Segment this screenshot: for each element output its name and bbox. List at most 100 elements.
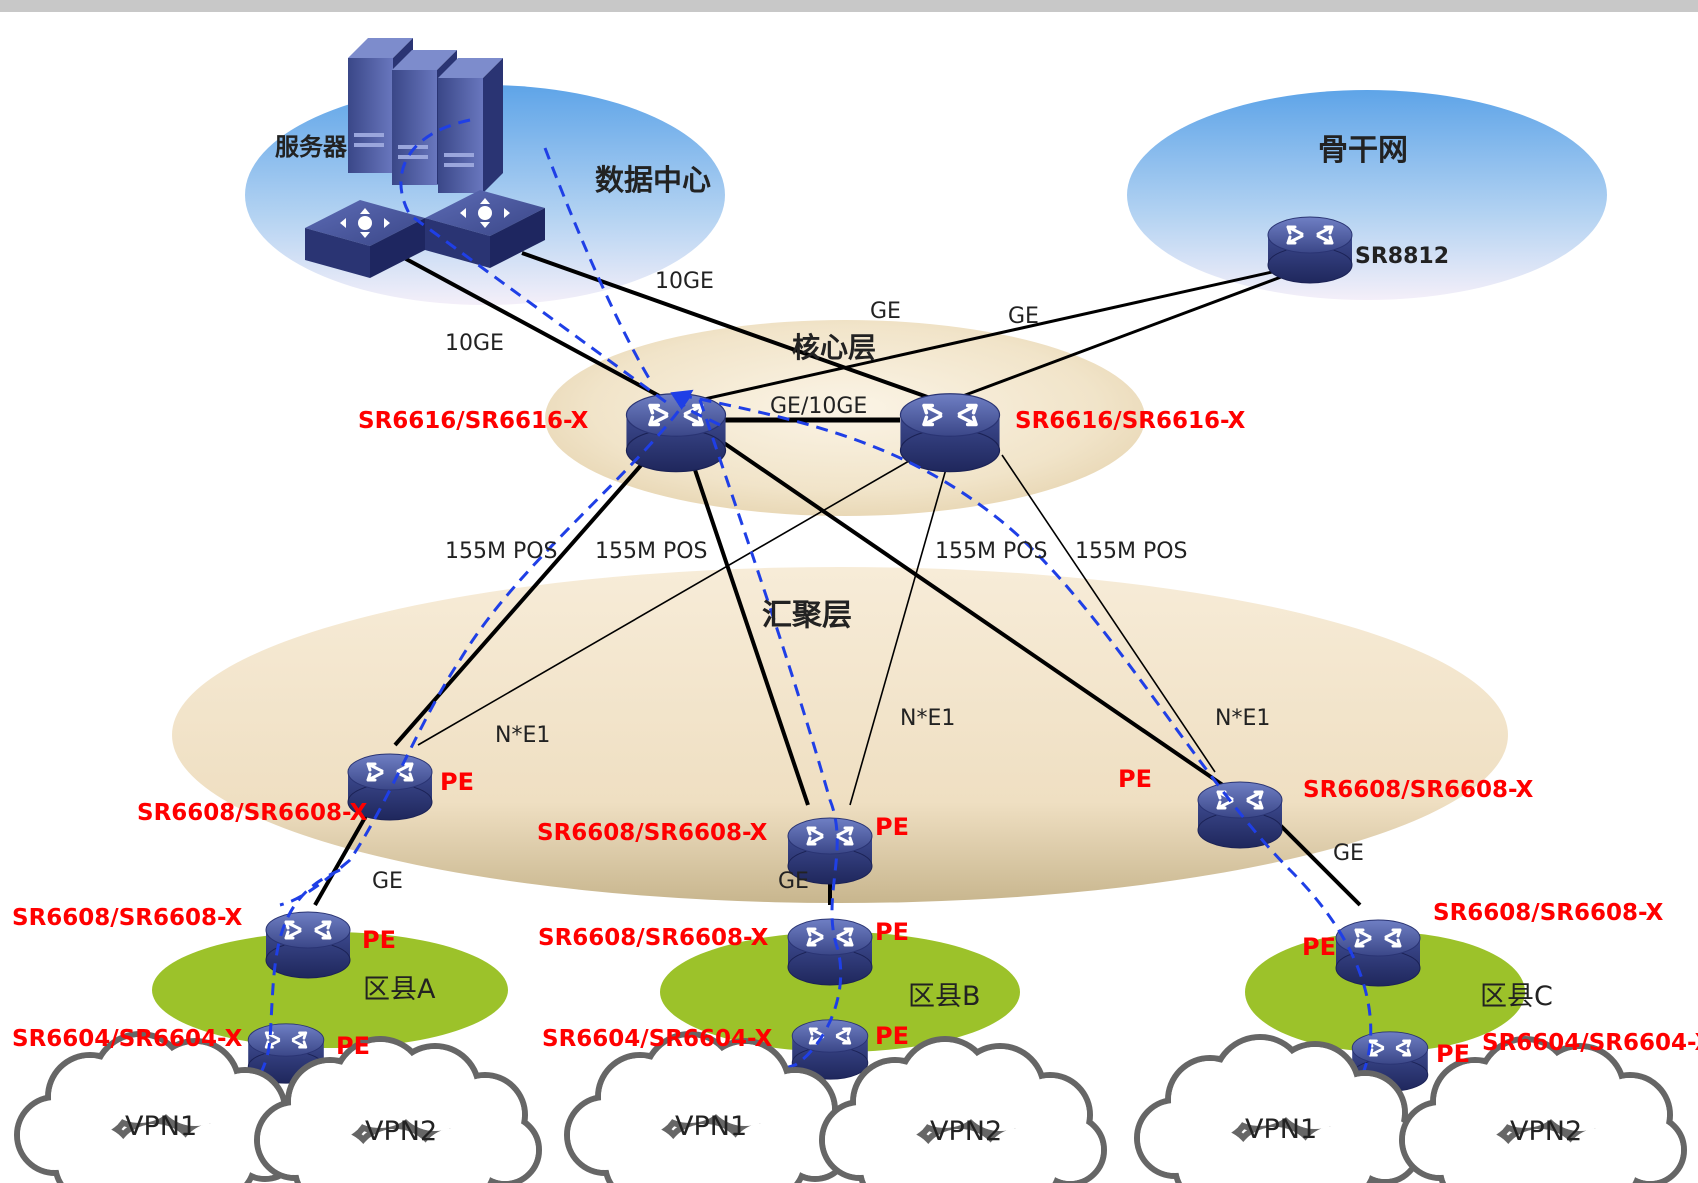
servers-label: 服务器	[275, 133, 348, 161]
county-c-label: 区县C	[1480, 981, 1553, 1012]
routers	[247, 216, 1429, 1092]
edge-c-model: SR6604/SR6604-X	[1482, 1030, 1698, 1056]
agg-c-router-icon	[1197, 781, 1283, 849]
core-left-router-icon	[625, 393, 727, 473]
link-label-pos4: 155M POS	[1075, 539, 1188, 564]
link-dc-left	[394, 251, 677, 407]
link-label-pos1: 155M POS	[445, 539, 558, 564]
vpn1-cloud-b-label: VPN1	[675, 1111, 747, 1142]
pe-label-acc-b: PE	[875, 918, 909, 946]
vpn2-cloud-c-label: VPN2	[1510, 1116, 1582, 1147]
link-dc-right	[521, 251, 951, 407]
link-label-ge-c: GE	[1333, 841, 1364, 866]
path-server-core	[399, 118, 671, 407]
agg-a-router-icon	[347, 753, 433, 821]
pe-label-agg-b: PE	[875, 813, 909, 841]
vpn-clouds: VPN1 VPN2 VPN1 VPN2 VPN1 VPN2	[14, 1031, 1687, 1183]
top-border	[0, 0, 1698, 12]
pe-label-acc-a: PE	[362, 926, 396, 954]
link-bb-left	[699, 266, 1291, 402]
acc-b-model: SR6608/SR6608-X	[538, 925, 769, 951]
link-label-ne1-right: N*E1	[1215, 706, 1270, 731]
pe-label-agg-a: PE	[440, 768, 474, 796]
pe-labels: PE PE PE PE PE PE PE PE PE	[336, 765, 1470, 1068]
acc-a-model: SR6608/SR6608-X	[12, 905, 243, 931]
vpn2-cloud-a: VPN2	[254, 1036, 542, 1183]
core-right-model: SR6616/SR6616-X	[1015, 408, 1246, 434]
vpn2-cloud-c: VPN2	[1399, 1036, 1687, 1183]
core-left-model: SR6616/SR6616-X	[358, 408, 589, 434]
link-label-pos3: 155M POS	[935, 539, 1048, 564]
path-server-core-2	[543, 147, 652, 381]
pe-label-agg-c: PE	[1118, 765, 1152, 793]
edge-b-router-icon	[791, 1019, 869, 1080]
link-pos2	[688, 454, 810, 806]
acc-b-router-icon	[787, 918, 873, 986]
vpn1-cloud-c-label: VPN1	[1245, 1114, 1317, 1145]
link-label-dc-left: 10GE	[445, 331, 504, 356]
vpn2-cloud-b-label: VPN2	[930, 1116, 1002, 1147]
edge-b-model: SR6604/SR6604-X	[542, 1026, 773, 1052]
datacenter-label: 数据中心	[595, 163, 711, 197]
link-label-ne1-mid: N*E1	[900, 706, 955, 731]
vpn1-cloud-c: VPN1	[1134, 1034, 1422, 1183]
link-ge-a	[313, 799, 377, 906]
link-labels: 10GE 10GE GE GE GE/10GE 155M POS 155M PO…	[372, 269, 1364, 894]
pe-label-edge-a: PE	[336, 1032, 370, 1060]
path-core-loop	[670, 389, 721, 427]
link-label-ge-a: GE	[372, 869, 403, 894]
link-label-ne1-left: N*E1	[495, 723, 550, 748]
pe-label-acc-c: PE	[1302, 933, 1336, 961]
link-label-core-mid: GE/10GE	[770, 394, 867, 419]
dc-switch-right-icon	[425, 190, 545, 268]
link-core-agg-c	[703, 428, 1232, 792]
dc-switch-left-icon	[305, 200, 425, 278]
backbone-router-icon	[1267, 216, 1353, 284]
aggregation-layer-label: 汇聚层	[762, 598, 852, 633]
link-ne1-left	[417, 449, 929, 746]
device-labels: SR6616/SR6616-X SR6616/SR6616-X SR6608/S…	[12, 408, 1698, 1056]
zone-labels: 服务器 数据中心 骨干网 SR8812 核心层 汇聚层 区县A 区县B 区县C	[275, 133, 1553, 1012]
backbone-router-label: SR8812	[1355, 244, 1449, 269]
backbone-label: 骨干网	[1318, 133, 1408, 168]
aggregation-zone	[172, 567, 1508, 903]
county-a-zone	[152, 932, 508, 1048]
link-ne1-mid	[849, 461, 949, 806]
core-right-router-icon	[899, 393, 1001, 473]
path-core-c	[679, 393, 1373, 1121]
link-pos1	[393, 453, 652, 747]
link-bb-right	[951, 266, 1306, 402]
acc-c-model: SR6608/SR6608-X	[1433, 900, 1664, 926]
pe-label-edge-c: PE	[1436, 1040, 1470, 1068]
link-ge-c	[1278, 823, 1362, 907]
vpn1-cloud-a-label: VPN1	[125, 1111, 197, 1142]
physical-links	[313, 251, 1362, 907]
county-b-zone	[660, 932, 1020, 1052]
county-a-label: 区县A	[363, 974, 436, 1005]
backbone-zone	[1127, 90, 1607, 300]
agg-a-model: SR6608/SR6608-X	[137, 800, 368, 826]
link-label-ge-b: GE	[778, 869, 809, 894]
link-label-bb-right: GE	[1008, 304, 1039, 329]
link-ne1-right	[1001, 454, 1216, 773]
acc-a-router-icon	[265, 911, 351, 979]
path-core-a	[279, 394, 692, 907]
core-layer-label: 核心层	[792, 331, 876, 364]
county-c-zone	[1245, 932, 1525, 1052]
county-b-label: 区县B	[908, 981, 981, 1012]
pe-label-edge-b: PE	[875, 1022, 909, 1050]
agg-b-router-icon	[787, 817, 873, 885]
vpn2-cloud-b: VPN2	[819, 1036, 1107, 1183]
server-rack-icon	[348, 38, 503, 193]
agg-c-model: SR6608/SR6608-X	[1303, 777, 1534, 803]
acc-c-router-icon	[1335, 919, 1421, 987]
vpn2-cloud-a-label: VPN2	[365, 1116, 437, 1147]
edge-a-model: SR6604/SR6604-X	[12, 1026, 243, 1052]
agg-b-model: SR6608/SR6608-X	[537, 820, 768, 846]
link-label-pos2: 155M POS	[595, 539, 708, 564]
path-core-b	[645, 399, 843, 1116]
link-label-dc-right: 10GE	[655, 269, 714, 294]
link-label-bb-left: GE	[870, 299, 901, 324]
